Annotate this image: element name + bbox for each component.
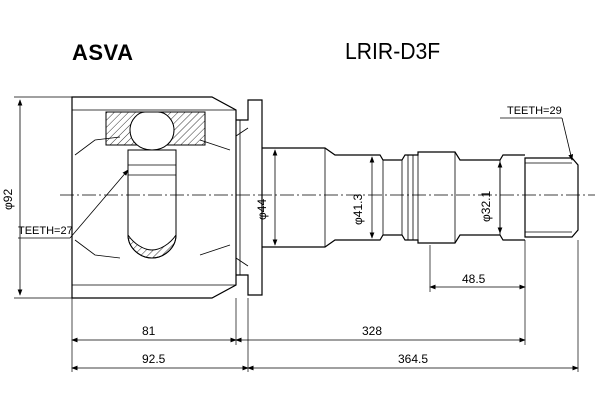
label-92-5: 92.5 [142, 352, 166, 366]
label-teeth-inner: TEETH=27 [18, 225, 73, 237]
label-teeth-outer: TEETH=29 [507, 105, 562, 117]
label-81: 81 [142, 324, 156, 338]
label-328: 328 [362, 324, 382, 338]
callout-teeth-inner [18, 169, 129, 239]
shaft [262, 147, 525, 248]
label-364-5: 364.5 [398, 352, 428, 366]
label-48-5: 48.5 [462, 272, 486, 286]
part-number: LRIR-D3F [345, 38, 441, 64]
callout-teeth-outer [500, 117, 574, 161]
label-outer-diameter: φ92 [1, 189, 15, 210]
brand-label: ASVA [72, 40, 134, 65]
label-dia-41-3: φ41.3 [351, 194, 365, 225]
label-dia-32-1: φ32.1 [479, 191, 493, 222]
dim-outer-diameter [14, 96, 72, 299]
extension-lines [71, 240, 579, 372]
flange [235, 99, 263, 296]
label-dia-44: φ44 [255, 199, 269, 220]
spline-end [524, 157, 579, 238]
tripod-ball [105, 111, 206, 259]
